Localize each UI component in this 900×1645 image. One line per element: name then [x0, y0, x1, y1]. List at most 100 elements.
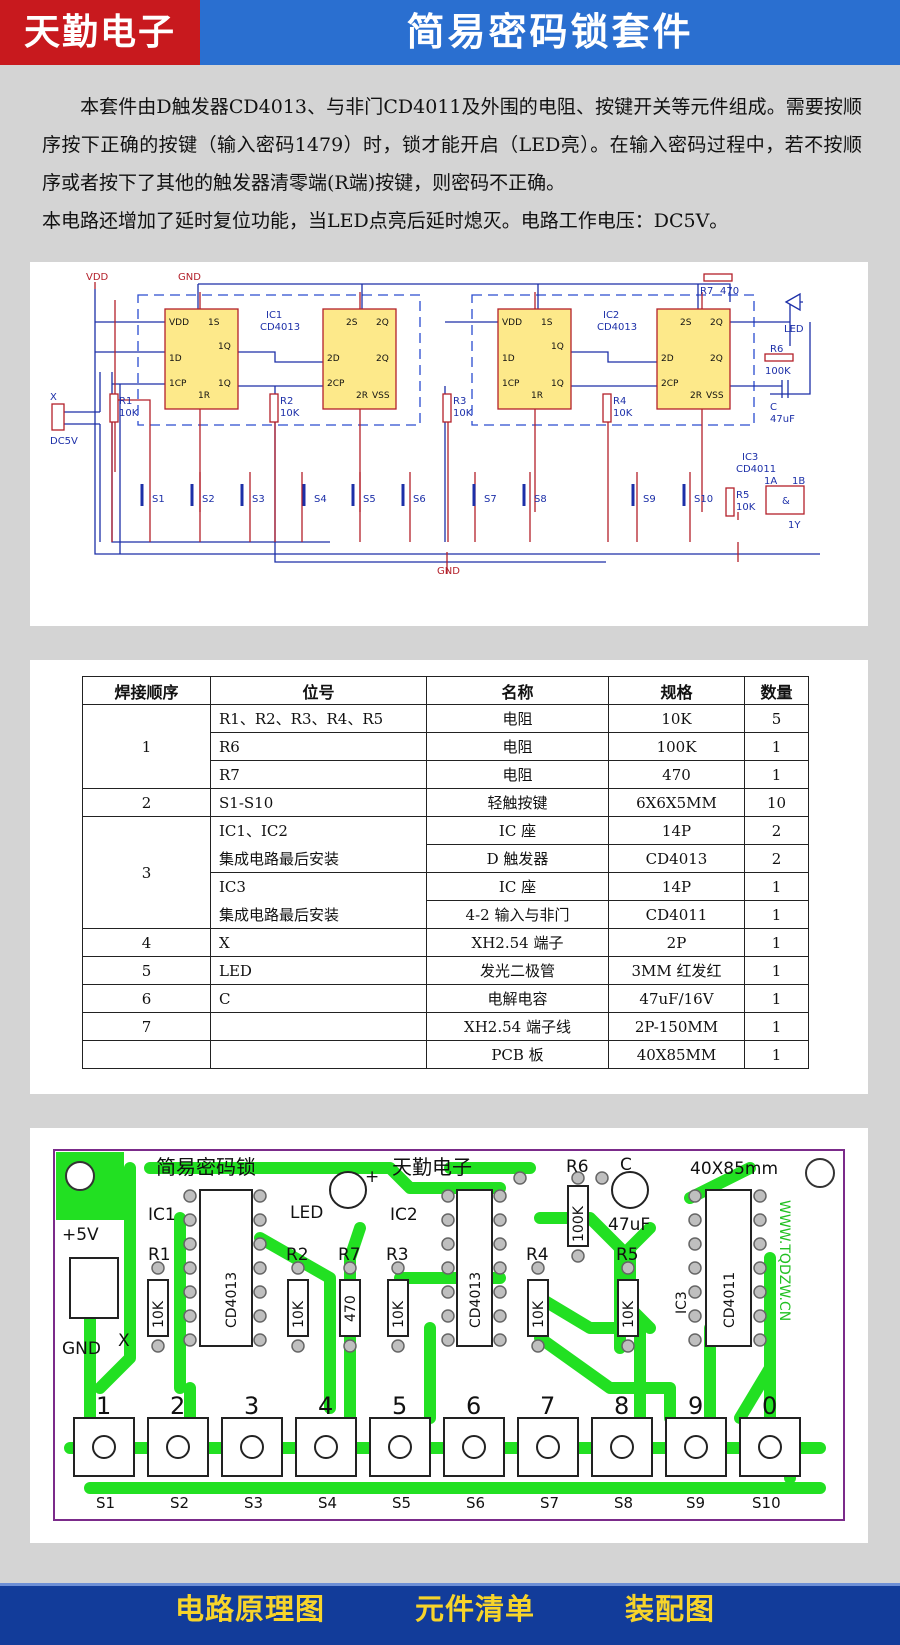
table-row: 1 R1、R2、R3、R4、R5 电阻 10K 5 [82, 704, 809, 789]
pcb-switch-s3 [221, 1417, 283, 1477]
r3-symbol [442, 393, 452, 423]
x-label: X [50, 392, 57, 403]
bom-cell-ref: X [210, 928, 427, 957]
bom-cell-ref: 集成电路最后安装 [210, 844, 427, 873]
gate-out: 1Y [788, 520, 801, 531]
ic2-outline [471, 294, 755, 426]
pcb-r2-value: 10K [291, 1300, 307, 1328]
pcb-digit-3: 3 [244, 1392, 259, 1420]
page-title: 简易密码锁套件 [406, 10, 694, 54]
table-row: PCB 板 40X85MM 1 [82, 1040, 809, 1069]
bom-cell-name: 轻触按键 [426, 788, 609, 817]
pcb-switch-s4 [295, 1417, 357, 1477]
ff4-pin-s: 2S [680, 318, 692, 328]
bom-cell-spec: 14P [608, 816, 745, 845]
bom-cell-spec: 6X6X5MM [608, 788, 745, 817]
bom-cell-order: 2 [82, 788, 211, 817]
x-connector-symbol [51, 403, 65, 431]
pcb-switch-s5 [369, 1417, 431, 1477]
bom-cell-spec: 2P-150MM [608, 1012, 745, 1041]
ff4-pin-d: 2D [661, 354, 674, 364]
bom-header-row: 焊接顺序 位号 名称 规格 数量 [82, 676, 809, 705]
bom-cell-name: 电阻 [426, 704, 609, 733]
pcb-r7-label: R7 [338, 1245, 361, 1265]
bom-cell-qty: 1 [744, 956, 809, 985]
bom-cell-name: 电阻 [426, 732, 609, 761]
pcb-switch-s2 [147, 1417, 209, 1477]
r7-footprint [339, 1279, 361, 1337]
r3-value: 10K [453, 408, 473, 419]
pcb-gnd-label: GND [62, 1339, 101, 1359]
pcb-ic3-part: CD4011 [722, 1272, 738, 1328]
bom-cell-ref: R6 [210, 732, 427, 761]
ff2-pin-d: 2D [327, 354, 340, 364]
pcb-x-label: X [118, 1331, 130, 1351]
switch-label-s2: S2 [202, 494, 215, 505]
gate-symbol: & [782, 496, 790, 507]
ic2-footprint [456, 1189, 493, 1347]
ic1-footprint [199, 1189, 253, 1347]
bom-cell-qty: 1 [744, 900, 809, 929]
intro-text: 本套件由D触发器CD4013、与非门CD4011及外围的电阻、按键开关等元件组成… [42, 88, 862, 240]
bom-cell-qty: 1 [744, 1012, 809, 1041]
ic3-footprint [705, 1189, 752, 1347]
pcb-r3-label: R3 [386, 1245, 409, 1265]
gate-in-b: 1B [792, 476, 805, 487]
ff1-pin-d: 1D [169, 354, 182, 364]
ic1-ff1 [164, 308, 239, 410]
footer-bar: 电路原理图 元件清单 装配图 [0, 1583, 900, 1645]
bom-cell-qty: 2 [744, 816, 809, 845]
pcb-ic3-label: IC3 [674, 1291, 690, 1314]
bom-cell-name: XH2.54 端子线 [426, 1012, 609, 1041]
r1-footprint [147, 1279, 169, 1337]
ff3-pin-q: 1Q [551, 342, 564, 352]
switch-label-s9: S9 [643, 494, 656, 505]
pcb-switch-s8 [591, 1417, 653, 1477]
pcb-ic2-part: CD4013 [468, 1272, 484, 1328]
pcb-switch-label-s3: S3 [244, 1494, 263, 1512]
bom-cell-spec: 470 [608, 760, 745, 789]
bom-header-name: 名称 [426, 676, 609, 705]
bom-cell-name: 发光二极管 [426, 956, 609, 985]
schematic-diagram: VDD GND GND X DC5V IC1 CD4013 IC2 CD4013… [50, 272, 820, 577]
ff4-pin-qbar: 2Q [710, 354, 723, 364]
bom-cell-ref: 集成电路最后安装 [210, 900, 427, 929]
table-row: 7 XH2.54 端子线 2P-150MM 1 [82, 1012, 809, 1041]
r4-label: R4 [613, 396, 626, 407]
pcb-brand: 天勤电子 [392, 1155, 472, 1179]
ff3-pin-s: 1S [541, 318, 553, 328]
pcb-ic1-part: CD4013 [224, 1272, 240, 1328]
bom-cell-name: 电阻 [426, 760, 609, 789]
footer-assembly-label: 装配图 [625, 1592, 716, 1626]
ff2-pin-qbar: 2Q [376, 354, 389, 364]
ff4-pin-q: 2Q [710, 318, 723, 328]
bom-cell-ref: IC1、IC2 [210, 816, 427, 845]
bom-cell-order: 1 [82, 704, 211, 789]
pcb-switch-s10 [739, 1417, 801, 1477]
pcb-digit-1: 1 [96, 1392, 111, 1420]
bom-cell-name: D 触发器 [426, 844, 609, 873]
c-value: 47uF [770, 414, 795, 425]
bom-cell-order: 3 [82, 816, 211, 929]
bom-cell-spec: 100K [608, 732, 745, 761]
bom-cell-ref [210, 1012, 427, 1041]
pcb-led-plus: + [365, 1167, 379, 1187]
pcb-switch-s9 [665, 1417, 727, 1477]
r4-value: 10K [613, 408, 633, 419]
switch-label-s3: S3 [252, 494, 265, 505]
pcb-switch-s1 [73, 1417, 135, 1477]
intro-paragraph-2: 本电路还增加了延时复位功能，当LED点亮后延时熄灭。电路工作电压：DC5V。 [42, 210, 729, 232]
pcb-switch-label-s8: S8 [614, 1494, 633, 1512]
bom-cell-qty: 1 [744, 984, 809, 1013]
pcb-switch-label-s10: S10 [752, 1494, 781, 1512]
bom-cell-qty: 1 [744, 732, 809, 761]
bom-header-order: 焊接顺序 [82, 676, 211, 705]
ff4-pin-r: 2R [690, 391, 702, 401]
pcb-r1-label: R1 [148, 1245, 171, 1265]
gate-in-a: 1A [764, 476, 777, 487]
bom-cell-spec: CD4011 [608, 900, 745, 929]
bom-cell-spec: 10K [608, 704, 745, 733]
r2-symbol [269, 393, 279, 423]
bom-cell-name: 电解电容 [426, 984, 609, 1013]
table-row: 集成电路最后安装 D 触发器 CD4013 2 [83, 844, 809, 873]
